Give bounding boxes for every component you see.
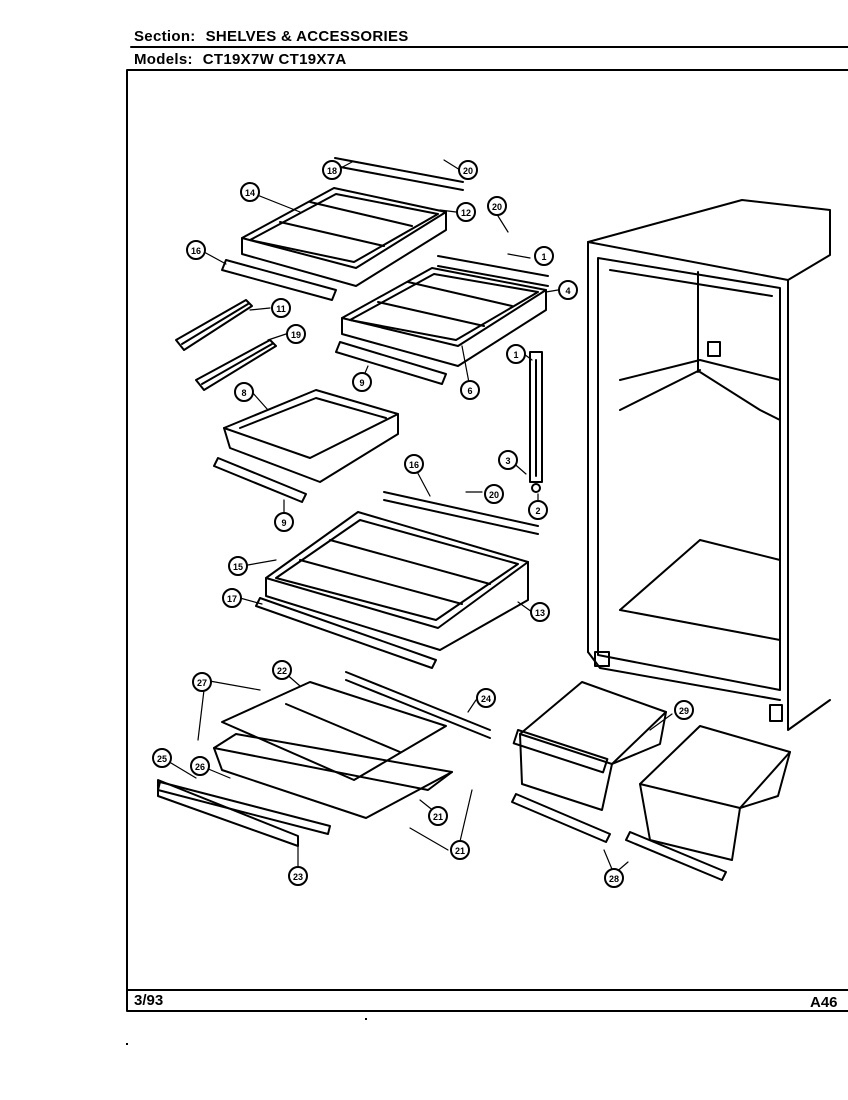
refrigerator-cabinet [587, 199, 831, 731]
part-callouts: 18 20 14 12 20 16 1 4 11 19 1 9 6 8 3 16… [152, 160, 694, 888]
part-callout-18a: 18 [322, 160, 342, 180]
part-callout-21b: 21 [450, 840, 470, 860]
callout-label: 15 [233, 562, 243, 572]
callout-label: 3 [505, 456, 510, 466]
part-callout-16b: 16 [404, 454, 424, 474]
models-value: CT19X7W CT19X7A [202, 51, 347, 68]
part-callout-11: 11 [271, 298, 291, 318]
part-callout-3: 3 [498, 450, 518, 470]
meat-keeper-assembly [157, 671, 491, 847]
callout-label: 11 [276, 304, 286, 314]
callout-label: 12 [461, 208, 471, 218]
part-callout-20b: 20 [487, 196, 507, 216]
part-callout-2: 2 [528, 500, 548, 520]
part-callout-1b: 1 [506, 344, 526, 364]
callout-label: 20 [463, 166, 473, 176]
callout-label: 4 [565, 286, 570, 296]
part-callout-13: 13 [530, 602, 550, 622]
part-callout-23: 23 [288, 866, 308, 886]
callout-label: 16 [191, 246, 201, 256]
callout-label: 23 [293, 872, 303, 882]
leader-lines [165, 159, 673, 875]
callout-label: 18 [327, 166, 337, 176]
diagram-border [126, 69, 848, 1012]
part-callout-20c: 20 [484, 484, 504, 504]
part-callout-27: 27 [192, 672, 212, 692]
callout-label: 1 [541, 252, 546, 262]
part-callout-21a: 21 [428, 806, 448, 826]
shelf-ladder [529, 351, 543, 493]
part-callout-6: 6 [460, 380, 480, 400]
callout-label: 8 [241, 388, 246, 398]
part-callout-20a: 20 [458, 160, 478, 180]
callout-label: 17 [227, 594, 237, 604]
part-callout-9b: 9 [274, 512, 294, 532]
section-heading: Section: SHELVES & ACCESSORIES [134, 28, 409, 45]
small-pan [213, 389, 399, 503]
part-callout-4: 4 [558, 280, 578, 300]
part-callout-8: 8 [234, 382, 254, 402]
callout-label: 27 [197, 678, 207, 688]
part-callout-1a: 1 [534, 246, 554, 266]
models-label: Models: [134, 51, 193, 68]
callout-label: 21 [455, 846, 465, 856]
part-callout-9a: 9 [352, 372, 372, 392]
callout-label: 20 [489, 490, 499, 500]
callout-label: 21 [433, 812, 443, 822]
section-value: SHELVES & ACCESSORIES [205, 28, 409, 45]
part-callout-14: 14 [240, 182, 260, 202]
callout-label: 13 [535, 608, 545, 618]
callout-label: 25 [157, 754, 167, 764]
part-callout-29: 29 [674, 700, 694, 720]
part-callout-25: 25 [152, 748, 172, 768]
callout-label: 28 [609, 874, 619, 884]
part-callout-19: 19 [286, 324, 306, 344]
callout-label: 9 [281, 518, 286, 528]
callout-label: 20 [492, 202, 502, 212]
upper-left-shelf [221, 157, 464, 301]
callout-label: 24 [481, 694, 491, 704]
lower-shelf [255, 491, 539, 669]
callout-label: 22 [277, 666, 287, 676]
middle-right-shelf [335, 255, 549, 385]
callout-label: 9 [359, 378, 364, 388]
callout-label: 1 [513, 350, 518, 360]
shelf-supports [175, 299, 277, 391]
scan-speck [126, 1043, 128, 1045]
callout-label: 16 [409, 460, 419, 470]
page-code: A46 [810, 994, 838, 1011]
callout-label: 14 [245, 188, 255, 198]
section-label: Section: [134, 28, 196, 45]
part-callout-22: 22 [272, 660, 292, 680]
part-callout-16a: 16 [186, 240, 206, 260]
callout-label: 19 [291, 330, 301, 340]
callout-label: 29 [679, 706, 689, 716]
part-callout-15: 15 [228, 556, 248, 576]
callout-label: 6 [467, 386, 472, 396]
part-callout-28: 28 [604, 868, 624, 888]
models-heading: Models: CT19X7W CT19X7A [134, 51, 347, 68]
part-callout-26: 26 [190, 756, 210, 776]
callout-label: 2 [535, 506, 540, 516]
callout-label: 26 [195, 762, 205, 772]
scan-speck [365, 1018, 367, 1020]
part-callout-12: 12 [456, 202, 476, 222]
crisper-pans [511, 681, 791, 881]
part-callout-24: 24 [476, 688, 496, 708]
revision-date: 3/93 [134, 992, 164, 1009]
part-callout-17: 17 [222, 588, 242, 608]
